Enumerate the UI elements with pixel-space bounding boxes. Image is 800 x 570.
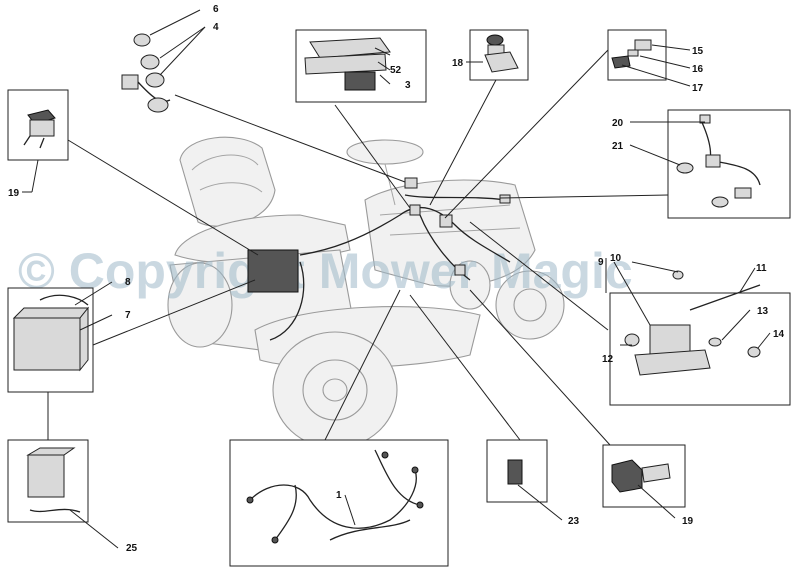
callout-8: 8	[125, 277, 131, 288]
callout-17: 17	[692, 83, 704, 94]
callout-13: 13	[757, 306, 769, 317]
callout-20: 20	[612, 118, 624, 129]
box-relay-parts: 15 16 17	[607, 29, 704, 94]
callout-3: 3	[405, 80, 411, 91]
callout-21: 21	[612, 141, 624, 152]
callout-11: 11	[756, 263, 767, 274]
callout-15: 15	[692, 46, 704, 57]
box-solenoid: 9 10 11 12 13 14	[598, 253, 791, 406]
box-light-harness: 20 21	[612, 109, 791, 219]
copyright-watermark: © Copyright Mower Magic	[18, 243, 633, 299]
callout-14: 14	[773, 329, 785, 340]
callout-25: 25	[126, 543, 138, 554]
callout-12: 12	[602, 354, 614, 365]
callout-19-rocker: 19	[8, 188, 20, 199]
callout-18: 18	[452, 58, 464, 69]
callout-1: 1	[336, 490, 342, 501]
callout-19-plug: 19	[682, 516, 694, 527]
harness-on-tractor	[247, 177, 511, 341]
ignition-switch-group: 6 4	[121, 4, 219, 113]
callout-16: 16	[692, 64, 704, 75]
callout-23: 23	[568, 516, 580, 527]
box-connector: 23	[486, 439, 580, 527]
box-push-switch: 18	[452, 29, 529, 81]
box-battery: 8 7	[7, 277, 131, 393]
callout-4: 4	[213, 22, 219, 33]
leader-lines	[40, 49, 669, 446]
box-plug: 19	[602, 444, 694, 527]
box-charger: 25	[7, 439, 138, 554]
box-module: 52 3	[295, 29, 427, 103]
callout-7: 7	[125, 310, 131, 321]
callout-9: 9	[598, 257, 604, 268]
box-rocker-switch: 19	[7, 89, 69, 199]
box-main-harness: 1	[229, 439, 449, 567]
callout-52: 52	[390, 65, 402, 76]
callout-6: 6	[213, 4, 219, 15]
callout-10: 10	[610, 253, 622, 264]
tractor-illustration	[167, 136, 565, 449]
